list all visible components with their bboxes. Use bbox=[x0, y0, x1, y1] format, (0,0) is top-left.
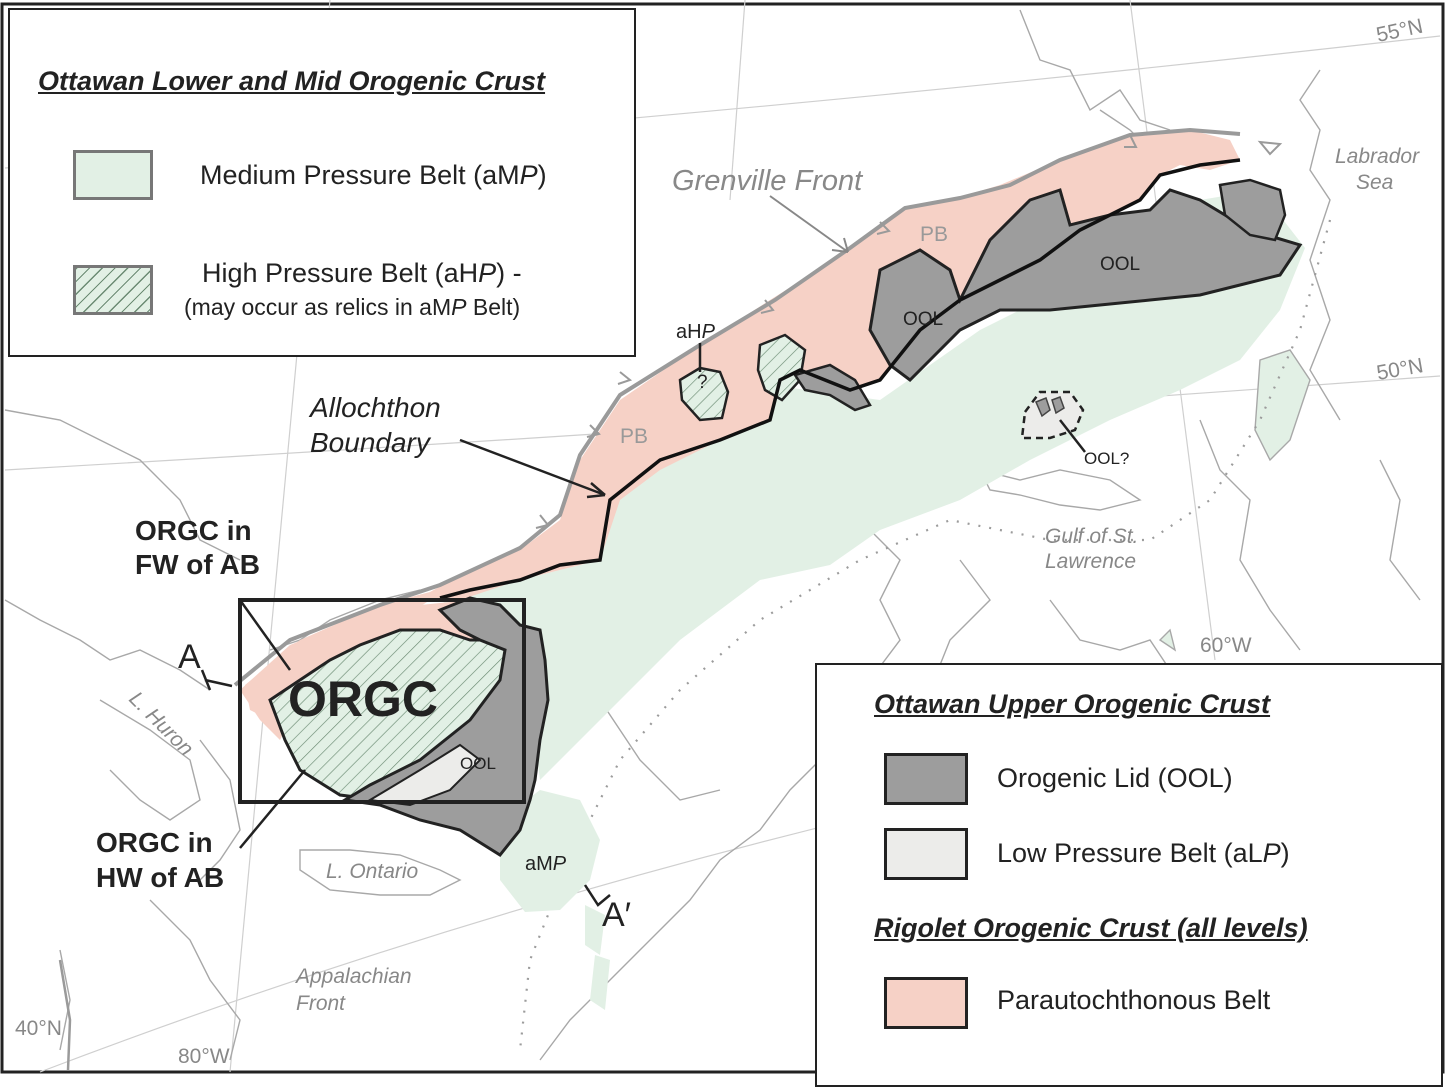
lon-60-label: 60°W bbox=[1200, 634, 1252, 657]
l-ontario-label: L. Ontario bbox=[326, 860, 419, 883]
legend-top-title: Ottawan Lower and Mid Orogenic Crust bbox=[38, 66, 546, 96]
low-pressure-belt bbox=[367, 743, 482, 807]
ahp-pod-1 bbox=[678, 366, 730, 422]
lon-80-label: 80°W bbox=[178, 1045, 230, 1068]
orgc-hw-label-2: HW of AB bbox=[96, 862, 224, 893]
gulf-label-1: Gulf of St. bbox=[1045, 525, 1138, 548]
coastlines bbox=[4, 9, 1421, 1061]
question-label: ? bbox=[697, 372, 708, 393]
appalachian-label-1: Appalachian bbox=[294, 965, 412, 988]
amp-island-2 bbox=[590, 955, 610, 1010]
appalachian-label-2: Front bbox=[296, 992, 346, 1015]
swatch-high-pressure bbox=[73, 265, 153, 315]
swatch-parautochthonous bbox=[884, 977, 968, 1029]
pb-label-north: PB bbox=[920, 223, 948, 246]
gulf-label-2: Lawrence bbox=[1045, 550, 1136, 573]
legend-low-pressure-label: Low Pressure Belt (aLP) bbox=[997, 838, 1290, 868]
legend-bottom-title: Ottawan Upper Orogenic Crust bbox=[874, 689, 1271, 719]
swatch-medium-pressure bbox=[73, 150, 153, 200]
grenville-arrow bbox=[769, 195, 849, 253]
orgc-hw-label-1: ORGC in bbox=[96, 827, 213, 858]
section-a-label: A bbox=[178, 638, 201, 676]
orgc-fw-label-2: FW of AB bbox=[135, 549, 260, 580]
labrador-sea-label-2: Sea bbox=[1356, 171, 1393, 194]
ool-label-west: OOL bbox=[903, 309, 943, 330]
orgc-inset-box bbox=[238, 598, 526, 804]
legend-bottom-title-2: Rigolet Orogenic Crust (all levels) bbox=[874, 913, 1308, 943]
ool-label-south: OOL bbox=[460, 754, 496, 773]
swatch-low-pressure bbox=[884, 828, 968, 880]
ool-q-pod-2 bbox=[1051, 396, 1065, 415]
legend-high-pressure-sub: (may occur as relics in aMP Belt) bbox=[184, 294, 521, 320]
legend-lower-mid-crust: Ottawan Lower and Mid Orogenic Crust Med… bbox=[8, 8, 636, 357]
allochthon-label-1: Allochthon bbox=[308, 392, 441, 423]
ahp-pod-2 bbox=[756, 333, 807, 402]
orgc-fw-label-1: ORGC in bbox=[135, 515, 252, 546]
legend-orogenic-lid-label: Orogenic Lid (OOL) bbox=[997, 763, 1233, 793]
legend-high-pressure-label: High Pressure Belt (aHP) - bbox=[202, 258, 522, 288]
allochthon-label-2: Boundary bbox=[310, 427, 432, 458]
lat-55-label: 55°N bbox=[1374, 15, 1425, 47]
ahp-label: aHP bbox=[676, 321, 716, 343]
section-a-tick bbox=[204, 678, 233, 688]
legend-parautochthonous-label: Parautochthonous Belt bbox=[997, 985, 1271, 1015]
orgc-label: ORGC bbox=[288, 671, 438, 727]
lat-50-label: 50°N bbox=[1375, 354, 1425, 385]
grenville-front-label: Grenville Front bbox=[672, 165, 864, 197]
orogenic-lid-northeast bbox=[1218, 178, 1287, 242]
section-a-prime-label: A′ bbox=[602, 896, 631, 934]
orogenic-lid-upper bbox=[868, 188, 1303, 382]
pb-label-south: PB bbox=[620, 425, 648, 448]
section-a-prime-tick bbox=[583, 884, 611, 907]
allochthon-boundary-line bbox=[439, 158, 1241, 600]
amp-body bbox=[500, 790, 600, 912]
lat-40-label: 40°N bbox=[15, 1017, 62, 1040]
medium-pressure-belt bbox=[430, 190, 1305, 780]
ool-label-east: OOL bbox=[1100, 254, 1140, 275]
ool-q-pod-1 bbox=[1035, 397, 1051, 418]
grenville-front-line bbox=[233, 127, 1241, 687]
amp-label: aMP bbox=[525, 853, 567, 875]
legend-medium-pressure-label: Medium Pressure Belt (aMP) bbox=[200, 160, 547, 190]
l-huron-label: L. Huron bbox=[124, 687, 197, 760]
ool-q-label: OOL? bbox=[1084, 449, 1129, 468]
grenville-front-teeth bbox=[535, 134, 1283, 529]
legend-upper-crust: Ottawan Upper Orogenic Crust Orogenic Li… bbox=[815, 663, 1443, 1087]
appalachian-front-line bbox=[58, 959, 72, 1071]
swatch-orogenic-lid bbox=[884, 753, 968, 805]
labrador-sea-label-1: Labrador bbox=[1335, 145, 1420, 168]
leader-lines bbox=[238, 343, 1086, 849]
amp-island-1 bbox=[585, 905, 605, 955]
